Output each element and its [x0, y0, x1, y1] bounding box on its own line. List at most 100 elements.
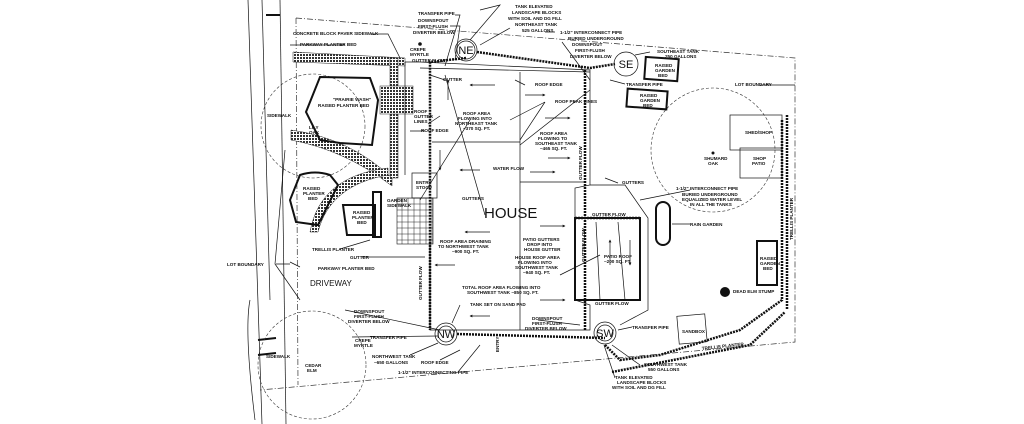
- label-downspout-nw-1: DOWNSPOUT: [354, 309, 385, 314]
- label-interconnect-top-1: 1-1/2" INTERCONNECT PIPE: [560, 30, 622, 35]
- label-patio-roof-2: ~200 SQ. FT.: [604, 259, 631, 264]
- label-roof-area-ne-2: FLOWING INTO: [458, 116, 492, 121]
- label-ne-tank-1: TANK ELEVATED: [515, 4, 553, 9]
- label-shumard-oak-1: SHUMARD: [704, 156, 728, 161]
- label-raised-planter-2b: PLANTER: [352, 215, 374, 220]
- crepe-myrtle-top-trunk: [418, 42, 422, 46]
- label-gutter-flow-patio-top: GUTTER FLOW: [592, 212, 626, 217]
- label-sandbox: SANDBOX: [682, 329, 706, 334]
- label-trellis-planter-vertical: TRELLIS PLANTER: [789, 197, 794, 240]
- shop-patio: [739, 147, 783, 179]
- label-ne-tank-2: LANDSCAPE BLOCKS: [512, 10, 561, 15]
- label-house-roof-sw-2: FLOWING INTO: [518, 260, 552, 265]
- label-interconnect-right-1: 1-1/2" INTERCONNECT PIPE: [676, 186, 738, 191]
- label-roof-area-nw-1: ROOF AREA DRAINING: [440, 239, 492, 244]
- label-trellis-planter-bottom: TRELLIS PLANTER: [702, 342, 745, 351]
- label-raised-planter-1b: PLANTER: [303, 191, 325, 196]
- label-tank-sand-pad: TANK SET ON SAND PAD: [470, 302, 526, 307]
- label-se-tank-2: 250 GALLONS: [665, 54, 696, 59]
- label-roof-area-se-4: ~465 SQ. FT.: [540, 146, 567, 151]
- label-shop-patio-2: PATIO: [752, 161, 766, 166]
- label-roof-area-ne-4: ~370 SQ. FT.: [463, 126, 490, 131]
- label-interconnect-right-2: BURIED UNDERGROUND: [682, 192, 738, 197]
- label-gutter-flow-left: GUTTER FLOW: [418, 266, 423, 300]
- trellis-planter-right: [611, 311, 786, 374]
- label-raised-garden-3c: BED: [763, 266, 773, 271]
- label-sw-tank-desc-3: WITH SOIL AND DG FILL: [612, 385, 666, 390]
- label-roof-gutter-2: GUTTER: [414, 114, 434, 119]
- label-garden-sidewalk-2: SIDEWALK: [387, 203, 412, 208]
- label-shed-shop: SHED/SHOP: [745, 130, 772, 135]
- raised-garden-bed-1: [643, 55, 680, 83]
- label-gutter-flow-vertical: GUTTER FLOW: [578, 146, 583, 180]
- label-lot-boundary-right: LOT BOUNDARY: [735, 82, 772, 87]
- label-crepe-myrtle-nw-1: CREPE: [355, 338, 371, 343]
- leader-lines: [274, 4, 795, 379]
- label-roof-area-nw-3: ~900 SQ. FT.: [452, 249, 479, 254]
- tank-ne-label: NE: [458, 45, 473, 57]
- label-northwest-tank-1: NORTHWEST TANK: [372, 354, 416, 359]
- label-raised-garden-2c: BED: [643, 103, 653, 108]
- label-raised-planter-1c: BED: [308, 196, 318, 201]
- raised-garden-bed-2: [625, 87, 669, 111]
- label-raised-garden-3a: RAISED: [760, 256, 778, 261]
- label-downspout-sw-1: DOWNSPOUT: [532, 316, 563, 321]
- tank-sw-label: SW: [596, 328, 614, 340]
- label-gutter: GUTTER: [350, 255, 370, 260]
- label-parkway-planter-top: PARKWAY PLANTER BED: [300, 42, 357, 47]
- label-house: HOUSE: [484, 205, 537, 222]
- raised-garden-bed-3: [756, 240, 778, 286]
- label-house-roof-sw-1: HOUSE ROOF AREA: [515, 255, 561, 260]
- label-entry-stoop-2: STOOP: [416, 185, 432, 190]
- label-raised-garden-1c: BED: [658, 73, 668, 78]
- label-raised-garden-1b: GARDEN: [655, 68, 676, 73]
- label-total-roof-sw-2: SOUTHWEST TANK ~850 SQ. FT.: [467, 290, 539, 295]
- label-transfer-pipe-nw: TRANSFER PIPE: [370, 335, 407, 340]
- shed-shop: [729, 114, 783, 151]
- label-roof-gutter-3: LINES: [414, 119, 428, 124]
- label-patio-gutters-2: DROP INTO: [527, 242, 553, 247]
- label-ne-tank-3: WITH SOIL AND DG FILL: [508, 16, 562, 21]
- label-roof-edge-mid: ROOF EDGE: [421, 128, 449, 133]
- label-sw-tank-desc-1: TANK ELEVATED: [615, 375, 653, 380]
- house-outline: [404, 56, 649, 331]
- cedar-elm-canopy: [257, 310, 367, 420]
- label-downspout-ne-1: DOWNSPOUT: [418, 18, 449, 23]
- label-patio-roof-1: PATIO ROOF: [604, 254, 632, 259]
- label-gutter-flow-bottom: GUTTER FLOW: [595, 301, 629, 306]
- label-raised-garden-3b: GARDEN: [760, 261, 781, 266]
- label-downspout-sw-3: DIVERTER BELOW: [525, 326, 567, 331]
- label-ne-tank-4: NORTHEAST TANK: [515, 22, 558, 27]
- label-interconnecting-pipe: 1-1/2" INTERCONNECTING PIPE: [398, 370, 468, 375]
- label-raised-garden-2b: GARDEN: [640, 98, 661, 103]
- label-interconnect-right-4: IN ALL THE TANKS: [690, 202, 732, 207]
- tank-nw[interactable]: NW: [434, 322, 458, 346]
- label-gutter-flow-top: GUTTER FLOW: [412, 58, 446, 63]
- label-interconnect-right-3: EQUALIZED WATER LEVEL: [682, 197, 742, 202]
- tank-se[interactable]: SE: [613, 51, 639, 77]
- label-roof-area-nw-2: TO NORTHWEST TANK: [438, 244, 490, 249]
- label-sidewalk: SIDEWALK: [267, 113, 292, 118]
- label-lot-boundary-left: LOT BOUNDARY: [227, 262, 264, 267]
- label-sidewalk-bottom: SIDEWALK: [266, 354, 291, 359]
- label-patio-gutters-3: HOUSE GUTTER: [524, 247, 561, 252]
- label-roof-gutter-1: ROOF: [414, 109, 427, 114]
- labels: TRANSFER PIPE DOWNSPOUT FIRST-FLUSH DIVE…: [227, 4, 794, 390]
- street-edges: [247, 0, 287, 424]
- label-cedar-elm-2: ELM: [307, 368, 317, 373]
- label-sw-tank-desc-2: LANDSCAPE BLOCKS: [617, 380, 666, 385]
- label-downspout-ne-3: DIVERTER BELOW: [413, 30, 455, 35]
- label-entry: ENTRY: [495, 337, 500, 352]
- label-raised-planter-1a: RAISED: [303, 186, 321, 191]
- label-lily-oak-2: OAK: [309, 130, 320, 135]
- label-garden-sidewalk-1: GARDEN: [387, 198, 408, 203]
- label-prairie-wash-2: RAISED PLANTER BED: [318, 103, 370, 108]
- tank-ne[interactable]: NE: [454, 38, 478, 62]
- label-house-roof-sw-4: ~940 SQ. FT.: [523, 270, 550, 275]
- label-downspout-se-1: DOWNSPOUT: [572, 42, 603, 47]
- label-interconnect-top-2: BURIED UNDERGROUND: [568, 36, 624, 41]
- prairie-wash-bed: [304, 75, 380, 147]
- label-gutters-right: GUTTERS: [622, 180, 644, 185]
- tank-sw[interactable]: SW: [593, 321, 617, 345]
- label-crepe-myrtle-top-2: MYRTLE: [410, 52, 429, 57]
